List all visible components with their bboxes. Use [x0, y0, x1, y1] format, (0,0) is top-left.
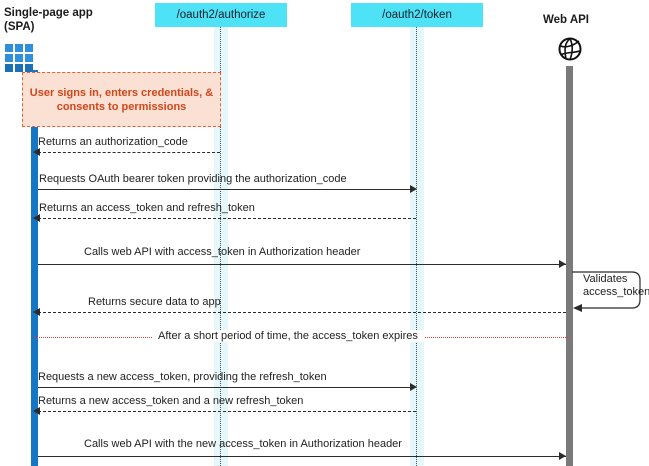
message-label-calls-web-api: Calls web API with access_token in Autho…: [84, 246, 361, 258]
participant-label-token: /oauth2/token: [382, 9, 452, 21]
message-line-returns-new-tokens: [38, 411, 416, 412]
message-label-returns-new-tokens: Returns a new access_token and a new ref…: [38, 395, 304, 407]
message-line-requests-bearer-token: [38, 189, 410, 190]
arrow-head-right-icon: [559, 260, 566, 268]
participant-header-token[interactable]: /oauth2/token: [351, 3, 483, 27]
arrow-head-right-icon: [410, 383, 417, 391]
lifeline-spa: [31, 70, 38, 466]
message-label-requests-bearer-token: Requests OAuth bearer token providing th…: [39, 173, 347, 185]
lifeline-band-token: [410, 27, 424, 466]
app-grid-icon: [5, 44, 33, 72]
lifeline-webapi: [566, 66, 573, 466]
arrow-head-left-icon: [33, 148, 40, 156]
self-message-validates-access-token: [570, 266, 649, 321]
message-line-returns-secure-data: [38, 312, 566, 313]
participant-title-webapi: Web API: [543, 14, 590, 26]
message-line-returns-authorization-code: [38, 152, 220, 153]
arrow-head-left-icon: [33, 407, 40, 415]
self-message-label-validates: Validates access_token: [583, 273, 649, 298]
arrow-head-left-icon: [33, 308, 40, 316]
participant-label-authorize: /oauth2/authorize: [176, 9, 266, 21]
message-line-calls-web-api-new-token: [38, 456, 566, 457]
message-label-calls-web-api-new-token: Calls web API with the new access_token …: [84, 438, 402, 450]
arrow-head-right-icon: [559, 452, 566, 460]
arrow-head-right-icon: [410, 185, 417, 193]
lifeline-token: [416, 27, 417, 466]
message-line-requests-new-access-token: [38, 387, 410, 388]
participant-title-spa: Single-page app (SPA): [4, 7, 93, 33]
message-label-returns-secure-data: Returns secure data to app: [88, 296, 221, 308]
lifeline-band-authorize: [214, 27, 228, 466]
lifeline-authorize: [220, 27, 221, 466]
message-label-returns-authorization-code: Returns an authorization_code: [38, 136, 188, 148]
globe-icon: [557, 36, 583, 67]
message-label-returns-access-refresh-token: Returns an access_token and refresh_toke…: [39, 202, 255, 214]
arrow-head-left-icon: [33, 214, 40, 222]
message-label-requests-new-access-token: Requests a new access_token, providing t…: [38, 371, 327, 383]
participant-header-authorize[interactable]: /oauth2/authorize: [155, 3, 287, 27]
message-line-calls-web-api: [38, 264, 566, 265]
divider-label-token-expires: After a short period of time, the access…: [152, 330, 424, 342]
note-user-signin: User signs in, enters credentials, & con…: [22, 72, 221, 127]
message-line-returns-access-refresh-token: [38, 218, 416, 219]
